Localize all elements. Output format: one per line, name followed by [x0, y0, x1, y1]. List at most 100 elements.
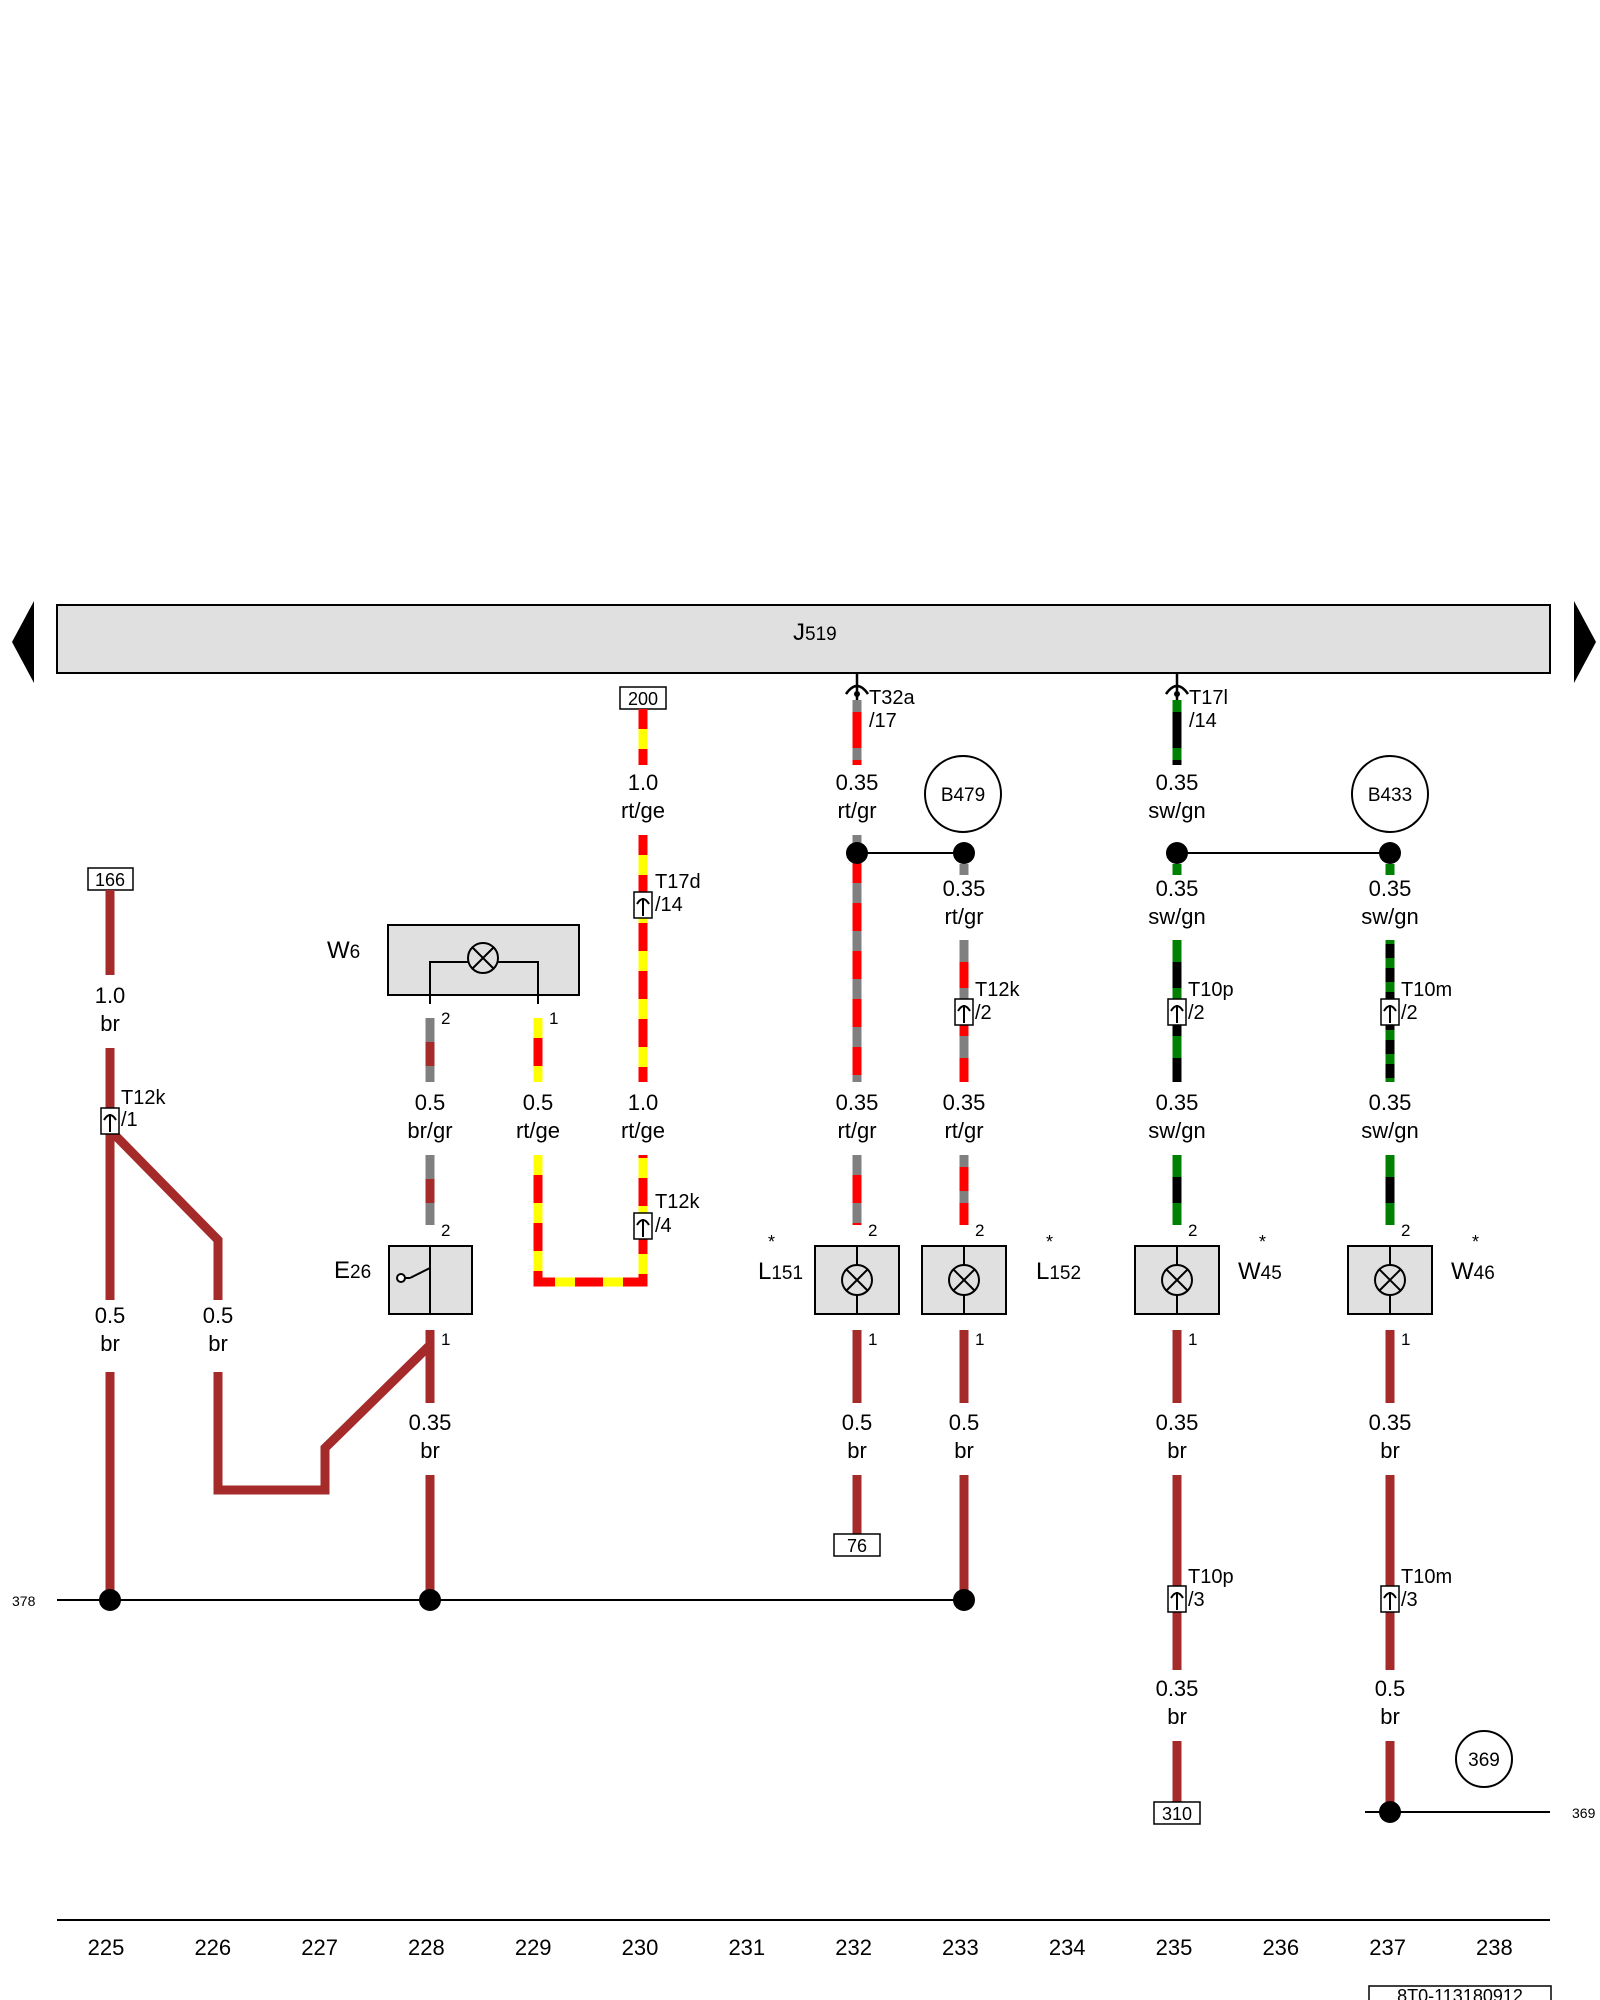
asterisk: *: [1046, 1232, 1053, 1252]
asterisk: *: [1259, 1232, 1266, 1252]
module-j519-box: [56, 604, 1551, 674]
wire-229-230-loop: [533, 1155, 648, 1287]
connector-t10m-2-pin: /2: [1401, 1002, 1418, 1024]
ref-310-label: 310: [1162, 1804, 1192, 1824]
splice-dot: [1379, 1801, 1401, 1823]
connector-t32a-17-pin: /17: [869, 710, 897, 732]
wire-label-color: br: [208, 1331, 228, 1356]
connector-t17d-14-pin: /14: [655, 894, 683, 916]
wire-label-color: rt/ge: [621, 798, 665, 823]
pin-label: 2: [1401, 1221, 1410, 1240]
track-number: 232: [835, 1935, 872, 1960]
wire-label-color: rt/ge: [621, 1118, 665, 1143]
ref-b479-label: B479: [941, 785, 985, 806]
ref-circle-b479: [924, 755, 1002, 833]
ref-box-310: [1153, 1801, 1201, 1825]
connector-pin-arrow: [636, 898, 650, 916]
connector-pin-arrow: [103, 1114, 117, 1132]
bus-ref-378: 378: [12, 1593, 36, 1609]
track-number: 227: [301, 1935, 338, 1960]
connector-t10m-3-name: T10m: [1401, 1566, 1452, 1588]
connector-t12k-2-name: T12k: [975, 979, 1020, 1001]
lamp-cross: [845, 1246, 869, 1314]
track-number: 234: [1049, 1935, 1086, 1960]
pin-label: 1: [1188, 1330, 1197, 1349]
wire-label-color: sw/gn: [1148, 798, 1205, 823]
wire-label-size: 0.35: [836, 1090, 879, 1115]
wire-label-color: rt/gr: [944, 1118, 983, 1143]
wire-226-branch: [106, 1126, 223, 1300]
page-next-arrow[interactable]: [1574, 601, 1596, 683]
wire-label-color: br/gr: [407, 1118, 452, 1143]
connector-t12k-2-pin: /2: [975, 1002, 992, 1024]
pin-dot: [854, 691, 860, 697]
wire-label-color: br: [1380, 1704, 1400, 1729]
pin-label: 2: [975, 1221, 984, 1240]
pin-label: 2: [441, 1009, 450, 1028]
wire-label-size: 0.5: [523, 1090, 554, 1115]
wire-label-color: br: [1167, 1438, 1187, 1463]
wire-label-size: 0.5: [842, 1410, 873, 1435]
component-w6-label: W6: [327, 937, 360, 964]
wire-label-color: rt/gr: [837, 798, 876, 823]
lamp-cross: [1165, 1246, 1189, 1314]
doc-id-label: 8T0-113180912: [1397, 1986, 1523, 2000]
connector-t12k-1-name: T12k: [121, 1087, 166, 1109]
wire-label-size: 1.0: [628, 770, 659, 795]
component-w46-label: W46: [1451, 1258, 1495, 1285]
wire-label-size: 0.35: [1369, 876, 1412, 901]
track-number: 230: [622, 1935, 659, 1960]
track-number: 225: [88, 1935, 125, 1960]
wire-label-size: 0.35: [943, 876, 986, 901]
page-prev-arrow[interactable]: [12, 601, 34, 683]
wire-label-size: 0.35: [1156, 1090, 1199, 1115]
wire-label-size: 0.35: [836, 770, 879, 795]
track-number: 233: [942, 1935, 979, 1960]
wire-label-size: 1.0: [95, 983, 126, 1008]
splice-dot: [953, 1589, 975, 1611]
wire-label-color: br: [954, 1438, 974, 1463]
track-number: 229: [515, 1935, 552, 1960]
track-number: 231: [728, 1935, 765, 1960]
splice-dot: [99, 1589, 121, 1611]
wire-label-color: br: [100, 1011, 120, 1036]
wire-label-size: 1.0: [628, 1090, 659, 1115]
connector-t10p-3-pin: /3: [1188, 1589, 1205, 1611]
pin-label: 1: [975, 1330, 984, 1349]
ref-box-76: [833, 1533, 881, 1557]
wire-label-size: 0.5: [95, 1303, 126, 1328]
wire-label-size: 0.35: [943, 1090, 986, 1115]
wire-label-color: br: [100, 1331, 120, 1356]
splice-dot: [1166, 842, 1188, 864]
asterisk: *: [768, 1232, 775, 1252]
pin-label: 1: [1401, 1330, 1410, 1349]
component-w45-label: W45: [1238, 1258, 1282, 1285]
connector-pin-arrow: [1170, 1592, 1184, 1610]
connector-t10p-2-pin: /2: [1188, 1002, 1205, 1024]
connector-pin-arrow: [636, 1219, 650, 1237]
wire-label-color: br: [1380, 1438, 1400, 1463]
pin-label: 1: [868, 1330, 877, 1349]
ref-369-label: 369: [1468, 1750, 1500, 1771]
wire-label-size: 0.5: [1375, 1676, 1406, 1701]
component-w6-box: [387, 924, 580, 996]
pin-label: 1: [441, 1330, 450, 1349]
splice-dot: [953, 842, 975, 864]
track-number: 237: [1369, 1935, 1406, 1960]
wire-229-230-loop-stripe: [533, 1155, 648, 1287]
wire-226-lower: [213, 1341, 434, 1495]
pin-label: 1: [549, 1009, 558, 1028]
pin-label: 2: [1188, 1221, 1197, 1240]
connector-t10p-3-name: T10p: [1188, 1566, 1234, 1588]
connector-t12k-4-name: T12k: [655, 1191, 700, 1213]
connector-t17l-14-name: T17l: [1189, 687, 1228, 709]
connector-t12k-1-pin: /1: [121, 1109, 138, 1131]
lamp-cross: [471, 946, 495, 970]
splice-dot: [846, 842, 868, 864]
track-number: 228: [408, 1935, 445, 1960]
wire-label-size: 0.5: [949, 1410, 980, 1435]
wire-label-color: rt/gr: [944, 904, 983, 929]
wire-label-color: rt/ge: [516, 1118, 560, 1143]
ref-circle-369: [1455, 1730, 1513, 1788]
